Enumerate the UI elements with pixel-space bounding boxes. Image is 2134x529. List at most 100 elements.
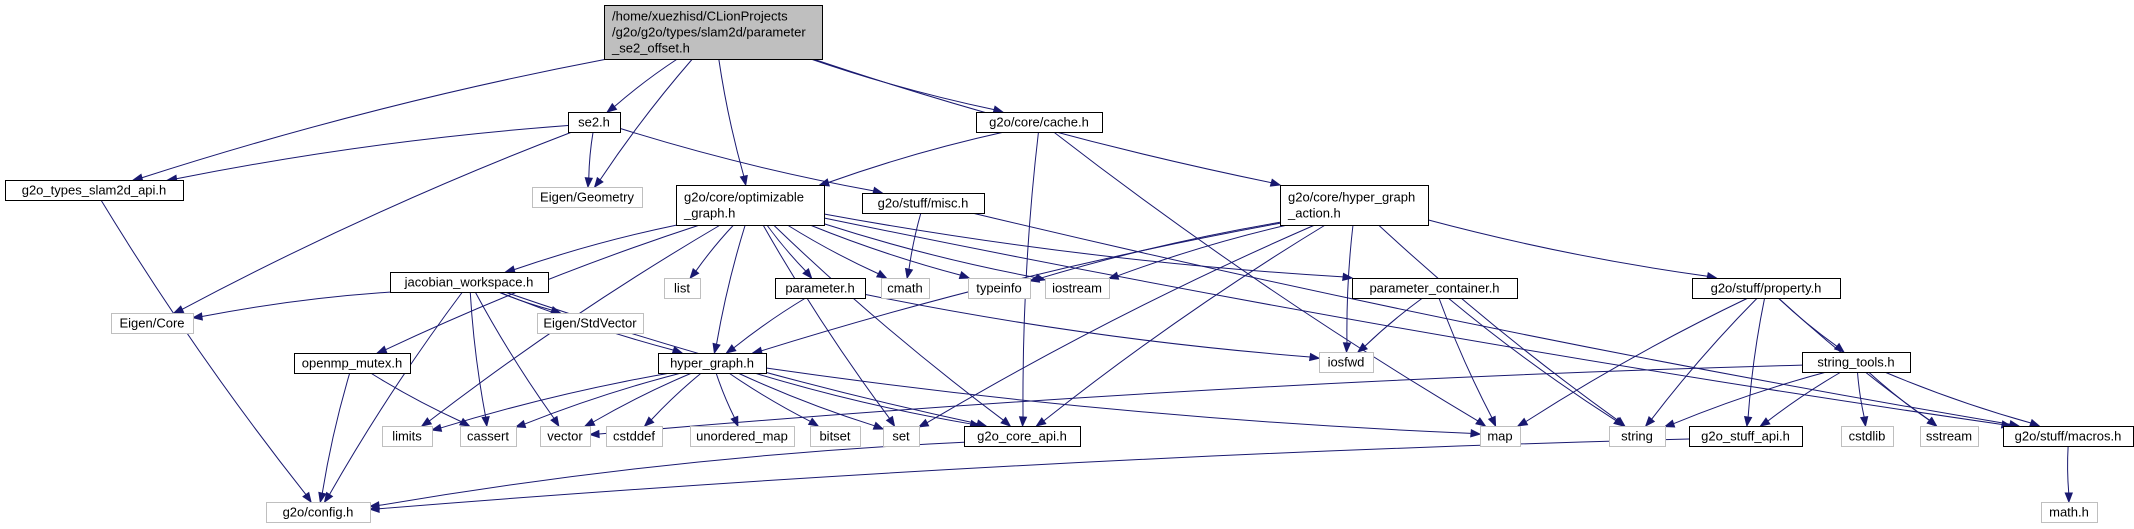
edge-arrowhead: [584, 177, 594, 189]
edge-jacobian-to-eigen-core: [191, 291, 392, 321]
node-label: jacobian_workspace.h: [404, 275, 534, 290]
node-optimizable[interactable]: g2o/core/optimizable_graph.h: [676, 185, 825, 226]
edge-arrowhead: [1309, 352, 1321, 362]
edge-arrowhead: [643, 416, 655, 427]
node-box: [382, 426, 433, 447]
node-label: limits: [392, 429, 422, 444]
edge-misc-to-cmath: [904, 212, 922, 280]
node-property[interactable]: g2o/stuff/property.h: [1692, 278, 1841, 299]
node-box: [976, 112, 1103, 133]
node-hg-action[interactable]: g2o/core/hyper_graph_action.h: [1280, 185, 1429, 226]
edge-hyper-graph-to-unordered-map: [715, 372, 739, 428]
edge-line: [716, 224, 746, 345]
node-label: openmp_mutex.h: [302, 356, 402, 371]
node-label: g2o/core/hyper_graph: [1288, 190, 1415, 205]
edge-string-tools-to-stuff-api: [1759, 371, 1842, 427]
node-sstream: sstream: [1920, 426, 1979, 447]
node-box: [1480, 426, 1521, 447]
node-box: [1280, 185, 1429, 226]
edge-line: [378, 441, 965, 506]
node-label: /g2o/g2o/types/slam2d/parameter: [612, 25, 806, 40]
node-openmp[interactable]: openmp_mutex.h: [294, 353, 411, 374]
edge-line: [972, 212, 2011, 425]
edge-arrowhead: [1356, 342, 1368, 353]
edge-arrowhead: [504, 265, 516, 274]
node-label: typeinfo: [976, 281, 1022, 296]
node-jacobian[interactable]: jacobian_workspace.h: [390, 272, 549, 293]
node-parameter[interactable]: parameter.h: [775, 278, 866, 299]
edge-core-api-to-config: [368, 441, 965, 510]
node-string-tools[interactable]: string_tools.h: [1802, 352, 1911, 373]
node-label: _graph.h: [683, 206, 735, 221]
edge-line: [864, 293, 1311, 358]
node-box: [964, 426, 1081, 447]
node-string: string: [1609, 426, 1666, 447]
node-cstdlib: cstdlib: [1841, 426, 1894, 447]
node-param-container[interactable]: parameter_container.h: [1352, 278, 1518, 299]
edge-optimizable-to-hyper-graph: [712, 224, 746, 355]
edge-root-to-cache: [810, 58, 1005, 114]
node-label: parameter_container.h: [1369, 281, 1499, 296]
node-label: cmath: [887, 281, 922, 296]
node-cache[interactable]: g2o/core/cache.h: [976, 112, 1103, 133]
edge-line: [2067, 445, 2070, 494]
node-list: list: [664, 278, 701, 299]
edge-arrowhead: [514, 419, 527, 428]
edge-hg-action-to-iosfwd: [1342, 224, 1354, 354]
node-hyper-graph[interactable]: hyper_graph.h: [658, 353, 767, 374]
edge-line: [810, 58, 995, 111]
edge-arrowhead: [323, 491, 334, 504]
node-core-api[interactable]: g2o_core_api.h: [964, 426, 1081, 447]
edge-arrowhead: [588, 429, 600, 439]
node-label: iosfwd: [1328, 355, 1365, 370]
edge-param-container-to-string: [1447, 297, 1625, 427]
node-box: [568, 112, 621, 133]
edge-line: [598, 364, 1803, 435]
node-box: [1609, 426, 1666, 447]
node-box: [1045, 278, 1110, 299]
edge-string-tools-to-cstdlib: [1856, 371, 1869, 428]
node-label: string_tools.h: [1817, 355, 1894, 370]
edge-arrowhead: [739, 174, 748, 187]
edge-arrowhead: [712, 342, 721, 355]
node-macros[interactable]: g2o/stuff/macros.h: [2003, 426, 2134, 447]
edge-se2-to-eigen-core: [172, 131, 573, 314]
edge-arrowhead: [1759, 417, 1771, 427]
node-misc[interactable]: g2o/stuff/misc.h: [862, 193, 985, 214]
node-label: set: [892, 429, 910, 444]
edge-arrowhead: [875, 269, 888, 279]
node-label: g2o/stuff/misc.h: [878, 196, 969, 211]
node-label: hyper_graph.h: [670, 356, 754, 371]
edge-arrowhead: [1342, 272, 1354, 282]
edge-hg-action-to-iostream: [1107, 224, 1288, 280]
node-slam2d-api[interactable]: g2o_types_slam2d_api.h: [5, 180, 184, 201]
edge-line: [614, 58, 678, 107]
node-se2[interactable]: se2.h: [568, 112, 621, 133]
edge-line: [908, 212, 922, 270]
edge-arrowhead: [1000, 416, 1012, 427]
node-stuff-api[interactable]: g2o_stuff_api.h: [1689, 426, 1803, 447]
node-box: [775, 278, 866, 299]
node-box: [1352, 278, 1518, 299]
edge-slam2d-api-to-config: [100, 199, 312, 504]
edge-arrowhead: [302, 491, 312, 504]
node-box: [810, 426, 861, 447]
node-config: g2o/config.h: [266, 502, 371, 523]
edge-arrowhead: [2028, 418, 2041, 427]
node-iosfwd: iosfwd: [1319, 352, 1374, 373]
edge-arrowhead: [885, 415, 896, 428]
edge-line: [592, 372, 693, 423]
edge-line: [474, 291, 555, 419]
edge-arrowhead: [1470, 429, 1482, 438]
node-label: parameter.h: [785, 281, 854, 296]
edge-arrowhead: [1269, 178, 1282, 187]
edge-line: [599, 58, 693, 181]
node-box: [862, 193, 985, 214]
edge-arrowhead: [802, 268, 813, 280]
node-label: math.h: [2049, 505, 2089, 520]
node-label: g2o/config.h: [283, 505, 354, 520]
edge-line: [100, 199, 307, 495]
node-label: bitset: [819, 429, 850, 444]
node-label: se2.h: [578, 115, 610, 130]
edge-arrowhead: [430, 423, 443, 432]
